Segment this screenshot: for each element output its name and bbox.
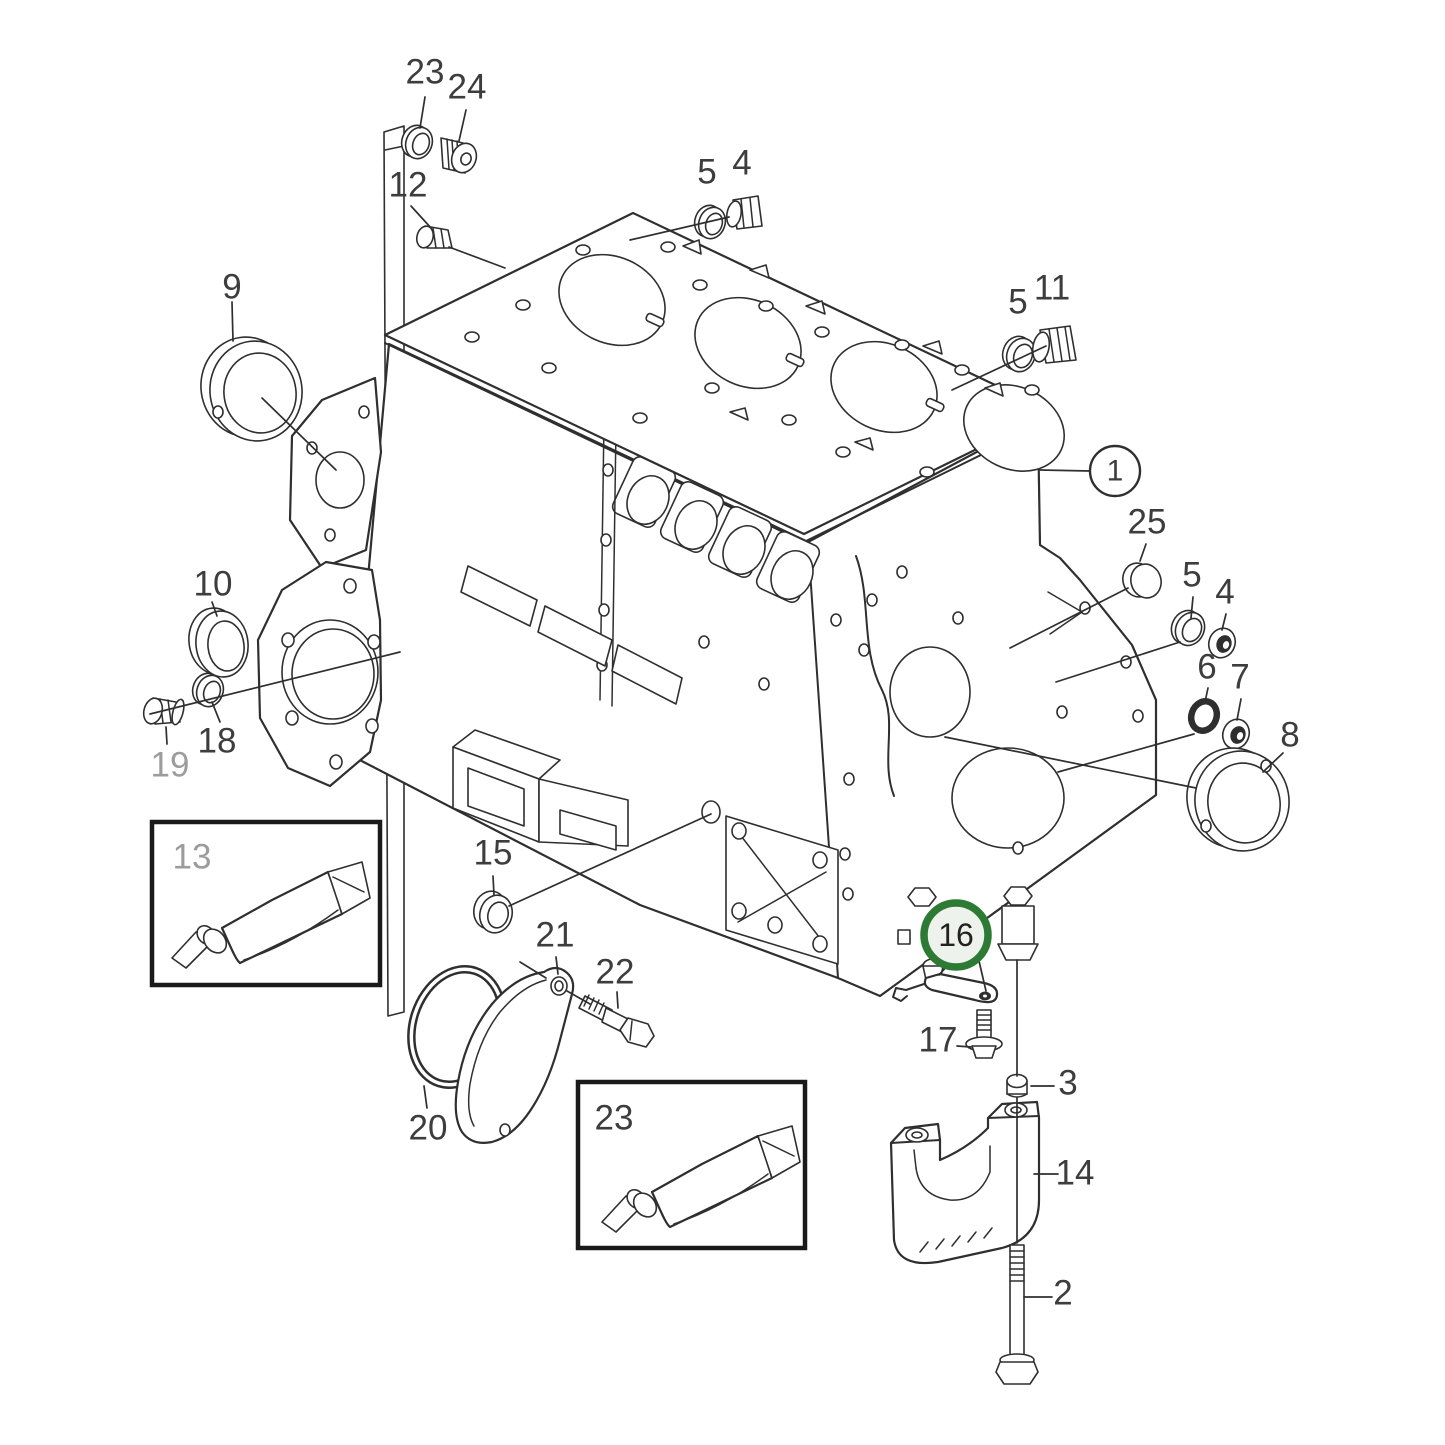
callout-14[interactable]: 14 (1056, 1154, 1095, 1193)
callout-7-label: 7 (1230, 658, 1249, 697)
callout-circle (1088, 444, 1142, 498)
callout-2-label: 2 (1053, 1274, 1072, 1313)
callout-23-label: 23 (595, 1099, 634, 1138)
inset-box-23 (575, 1079, 808, 1251)
callout-21[interactable]: 21 (536, 916, 575, 955)
callout-4-label: 4 (1215, 573, 1234, 612)
part-9-bearing-ring (200, 336, 303, 442)
part-15-seal-ring (472, 890, 514, 934)
callout-4[interactable]: 4 (732, 144, 751, 183)
callout-8[interactable]: 8 (1280, 716, 1299, 755)
callout-18-label: 18 (198, 722, 237, 761)
part-2-bolt (995, 1244, 1039, 1385)
callout-5-label: 5 (1008, 283, 1027, 322)
callout-5-label: 5 (1182, 556, 1201, 595)
callout-9-label: 9 (222, 268, 241, 307)
callout-17[interactable]: 17 (919, 1021, 958, 1060)
part-16-oil-nozzle (892, 958, 999, 1004)
callout-13[interactable]: 13 (173, 838, 212, 877)
callout-18[interactable]: 18 (198, 722, 237, 761)
callout-3[interactable]: 3 (1058, 1064, 1077, 1103)
part-25-cup-plug (1122, 562, 1162, 599)
callout-5[interactable]: 5 (697, 153, 716, 192)
callout-22-label: 22 (596, 953, 635, 992)
inset-box-13 (149, 819, 383, 988)
callout-14-label: 14 (1056, 1154, 1095, 1193)
cylinder-liner-openings (611, 412, 821, 603)
callout-4[interactable]: 4 (1215, 573, 1234, 612)
part-6-o-ring (1187, 698, 1221, 734)
callout-16-label: 16 (938, 917, 974, 953)
engine-block (256, 125, 1158, 1017)
callout-23[interactable]: 23 (406, 53, 445, 92)
callout-19[interactable]: 19 (151, 746, 190, 785)
part-4-plug-lower (1207, 627, 1237, 659)
callout-22[interactable]: 22 (596, 953, 635, 992)
part-4-plug-top (725, 195, 763, 230)
callout-16[interactable]: 16 (920, 899, 992, 971)
highlight-ring (920, 899, 992, 971)
part-14-bracket (889, 1100, 1041, 1265)
callout-4-label: 4 (732, 144, 751, 183)
part-19-hex-plug (142, 697, 185, 726)
callout-12[interactable]: 12 (389, 166, 428, 205)
callout-23-label: 23 (406, 53, 445, 92)
callout-15[interactable]: 15 (474, 834, 513, 873)
camshaft-end-plate (288, 376, 383, 570)
callout-2[interactable]: 2 (1053, 1274, 1072, 1313)
part-24-plug (440, 137, 478, 174)
part-5-washer-lower (1170, 609, 1206, 647)
callout-6-label: 6 (1197, 648, 1216, 687)
callout-10-label: 10 (194, 565, 233, 604)
callout-3-label: 3 (1058, 1064, 1077, 1103)
callout-9[interactable]: 9 (222, 268, 241, 307)
callout-20[interactable]: 20 (409, 1109, 448, 1148)
gasket-holes (464, 239, 1040, 478)
callout-5[interactable]: 5 (1182, 556, 1201, 595)
callout-12-label: 12 (389, 166, 428, 205)
part-3-bushing (1006, 1073, 1028, 1098)
callout-24[interactable]: 24 (448, 68, 487, 107)
part-21-cover-plate (454, 966, 575, 1144)
callout-17-label: 17 (919, 1021, 958, 1060)
part-22-bolt (578, 994, 655, 1048)
callout-25-label: 25 (1128, 503, 1167, 542)
callout-21-label: 21 (536, 916, 575, 955)
callout-11-label: 11 (1034, 269, 1070, 308)
side-ribs (460, 565, 842, 705)
oil-cooler-duct (452, 729, 629, 851)
callout-25[interactable]: 25 (1128, 503, 1167, 542)
callout-1-label: 1 (1107, 455, 1124, 488)
callout-23[interactable]: 23 (595, 1099, 634, 1138)
callout-24-label: 24 (448, 68, 487, 107)
part-10-sleeve (188, 607, 249, 678)
callout-5[interactable]: 5 (1008, 283, 1027, 322)
callout-10[interactable]: 10 (194, 565, 233, 604)
leader-lines (149, 96, 1284, 1298)
callout-6[interactable]: 6 (1197, 648, 1216, 687)
bellhousing-gasket-face (725, 815, 839, 965)
part-17-bolt (965, 1009, 1003, 1059)
callout-20-label: 20 (409, 1109, 448, 1148)
main-bearing-bolt-bosses (897, 886, 1039, 961)
side-boss-hole (701, 800, 721, 824)
callout-5-label: 5 (697, 153, 716, 192)
part-11-plug (1031, 325, 1077, 364)
part-5-washer-right (1001, 335, 1037, 373)
callout-13-label: 13 (173, 838, 212, 877)
callout-1[interactable]: 1 (1088, 444, 1142, 498)
callout-8-label: 8 (1280, 716, 1299, 755)
head-gasket (383, 211, 1066, 536)
part-8-bearing-ring (1186, 747, 1290, 852)
callout-19-label: 19 (151, 746, 190, 785)
callout-15-label: 15 (474, 834, 513, 873)
callout-7[interactable]: 7 (1230, 658, 1249, 697)
callout-11[interactable]: 11 (1034, 269, 1070, 308)
part-12-plug (415, 225, 453, 249)
crankshaft-end-flange (256, 560, 383, 788)
part-7-plug (1221, 718, 1251, 750)
